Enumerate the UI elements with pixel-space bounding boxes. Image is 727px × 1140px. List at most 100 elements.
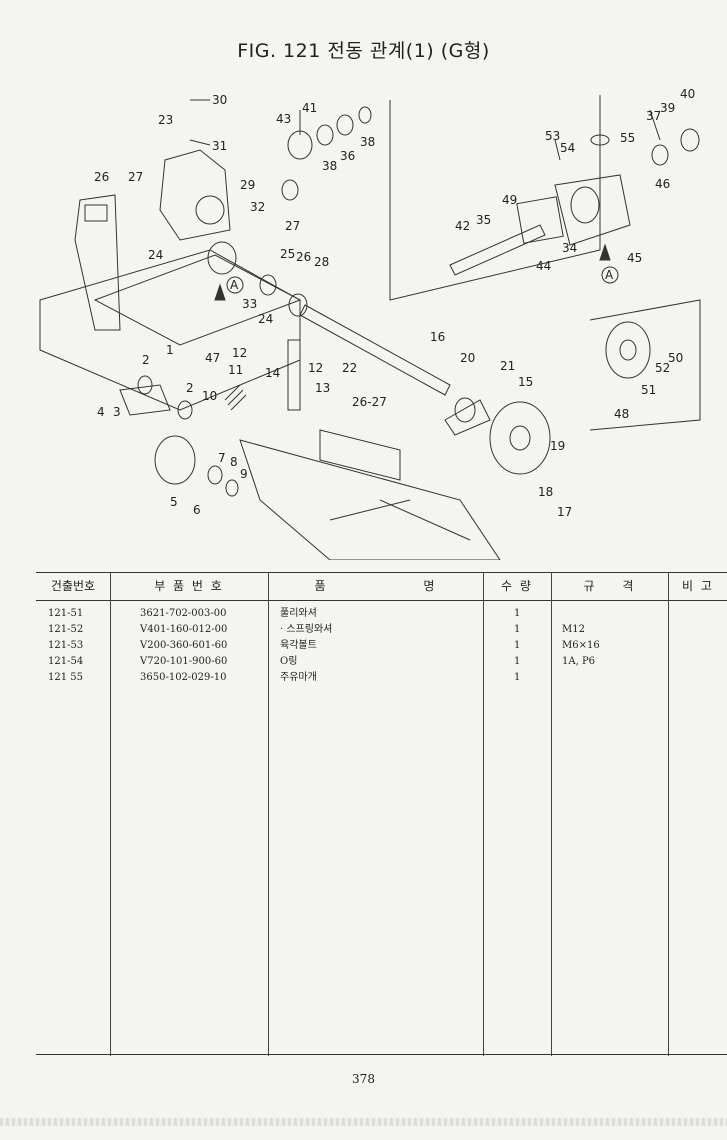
right-box (389, 95, 601, 301)
bevel-gear (287, 130, 313, 160)
table-row: 121-52 V401-160-012-00 · 스프링와셔 1 M12 (36, 622, 727, 638)
svg-text:32: 32 (250, 200, 265, 214)
pulley (605, 321, 651, 379)
cam-lever (119, 384, 171, 416)
svg-text:2: 2 (142, 353, 150, 367)
parts-table: 건출번호 부 품 번 호 품 명 수 량 규 격 비 고 121-51 3621… (36, 572, 727, 1056)
svg-text:49: 49 (502, 193, 517, 207)
svg-text:9: 9 (240, 467, 248, 481)
svg-text:41: 41 (302, 101, 317, 115)
svg-text:37: 37 (646, 109, 661, 123)
svg-text:4: 4 (97, 405, 105, 419)
svg-text:42: 42 (455, 219, 470, 233)
row-qty: 1 (514, 624, 521, 635)
svg-text:27: 27 (285, 219, 300, 233)
svg-text:54: 54 (560, 141, 575, 155)
svg-text:28: 28 (314, 255, 329, 269)
svg-text:44: 44 (536, 259, 551, 273)
svg-text:16: 16 (430, 330, 445, 344)
large-pulley (489, 401, 551, 475)
svg-text:A: A (230, 278, 239, 292)
svg-text:24: 24 (148, 248, 163, 262)
svg-text:51: 51 (641, 383, 656, 397)
header-index: 건출번호 (50, 579, 96, 593)
table-row: 121-53 V200-360-601-60 육각볼트 1 M6×16 (36, 638, 727, 654)
svg-text:15: 15 (518, 375, 533, 389)
row-part-name: 육각볼트 (280, 640, 317, 651)
table-row: 121-54 V720-101-900-60 O링 1 1A, P6 (36, 654, 727, 670)
row-index: 121-51 (48, 608, 84, 619)
svg-text:45: 45 (627, 251, 642, 265)
table-row: 121 55 3650-102-029-10 주유마개 1 (36, 670, 727, 686)
svg-text:46: 46 (655, 177, 670, 191)
lever-bracket (74, 194, 121, 331)
header-quantity: 수 량 (501, 579, 533, 593)
main-shaft (299, 304, 451, 396)
frame-lower (239, 439, 501, 560)
svg-text:14: 14 (265, 366, 280, 380)
svg-text:21: 21 (500, 359, 515, 373)
svg-text:48: 48 (614, 407, 629, 421)
svg-text:43: 43 (276, 112, 291, 126)
svg-text:36: 36 (340, 149, 355, 163)
svg-text:38: 38 (322, 159, 337, 173)
svg-text:1: 1 (166, 343, 174, 357)
svg-text:39: 39 (660, 101, 675, 115)
svg-text:23: 23 (158, 113, 173, 127)
svg-text:10: 10 (202, 389, 217, 403)
header-remarks: 비 고 (682, 579, 714, 593)
svg-text:2: 2 (186, 381, 194, 395)
scan-edge (0, 1118, 727, 1126)
row-part-name: · 스프링와셔 (280, 624, 333, 635)
row-part-number: V401-160-012-00 (140, 624, 228, 635)
row-index: 121-52 (48, 624, 84, 635)
svg-text:A: A (605, 268, 614, 282)
row-qty: 1 (514, 656, 521, 667)
svg-text:52: 52 (655, 361, 670, 375)
svg-text:22: 22 (342, 361, 357, 375)
svg-text:35: 35 (476, 213, 491, 227)
row-part-number: 3621-702-003-00 (140, 608, 227, 619)
header-spec: 규 격 (583, 579, 636, 593)
row-part-number: 3650-102-029-10 (140, 672, 227, 683)
svg-text:55: 55 (620, 131, 635, 145)
svg-text:27: 27 (128, 170, 143, 184)
svg-text:18: 18 (538, 485, 553, 499)
svg-text:7: 7 (218, 451, 226, 465)
header-part-name: 품 명 (314, 579, 437, 593)
svg-text:40: 40 (680, 87, 695, 101)
header-part-number: 부 품 번 호 (154, 579, 224, 593)
svg-text:8: 8 (230, 455, 238, 469)
svg-text:12: 12 (232, 346, 247, 360)
svg-text:12: 12 (308, 361, 323, 375)
svg-text:6: 6 (193, 503, 201, 517)
lower-pulley (154, 435, 196, 485)
svg-text:50: 50 (668, 351, 683, 365)
frame-plate (93, 254, 302, 346)
svg-text:34: 34 (562, 241, 577, 255)
spring (224, 384, 247, 411)
pillow-block (444, 399, 491, 436)
page-title: FIG. 121 전동 관계(1) (G형) (237, 40, 490, 62)
row-part-number: V200-360-601-60 (140, 640, 228, 651)
frame-outline (39, 249, 301, 411)
row-qty: 1 (514, 640, 521, 651)
row-index: 121 55 (48, 672, 83, 683)
svg-text:30: 30 (212, 93, 227, 107)
table-row: 121-51 3621-702-003-00 풀리와셔 1 (36, 606, 727, 622)
row-spec: 1A, P6 (562, 656, 596, 667)
svg-text:33: 33 (242, 297, 257, 311)
svg-text:26: 26 (94, 170, 109, 184)
row-part-name: 풀리와셔 (280, 608, 317, 619)
svg-text:19: 19 (550, 439, 565, 453)
svg-text:11: 11 (228, 363, 243, 377)
page-number: 378 (352, 1072, 375, 1086)
row-part-name: O링 (280, 656, 298, 667)
svg-text:53: 53 (545, 129, 560, 143)
svg-text:3: 3 (113, 405, 121, 419)
row-qty: 1 (514, 608, 521, 619)
svg-text:38: 38 (360, 135, 375, 149)
svg-text:25: 25 (280, 247, 295, 261)
pulley-box (589, 299, 701, 431)
row-spec: M6×16 (562, 640, 600, 651)
